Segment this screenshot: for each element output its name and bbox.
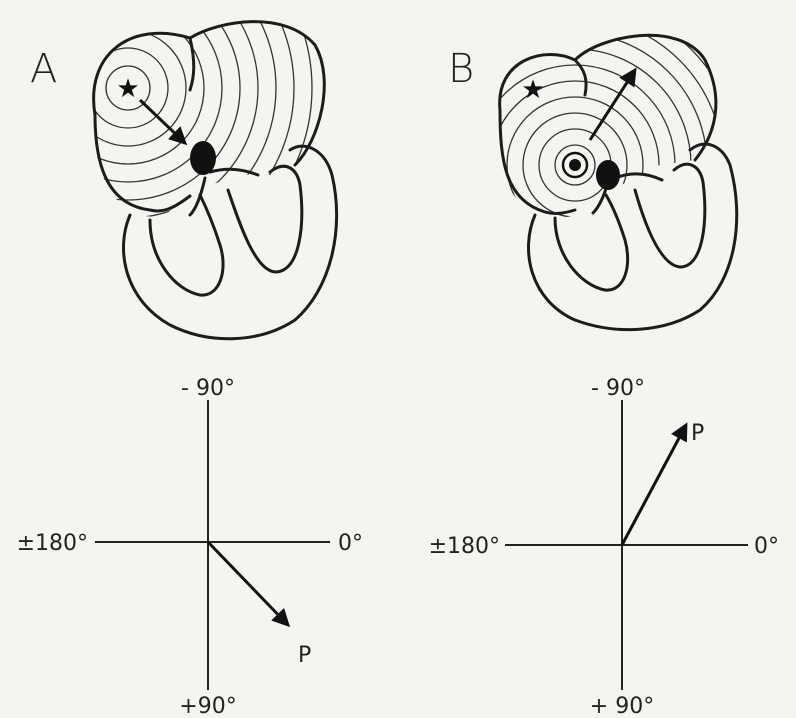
activation-arrow-a	[140, 100, 185, 143]
axis-label-right-b: 0°	[754, 534, 779, 559]
axis-label-right-a: 0°	[338, 531, 363, 556]
pacemaker-dot-icon	[569, 159, 581, 171]
star-icon: ★	[116, 74, 139, 104]
p-vector-label-b: P	[691, 421, 704, 446]
axis-system-b: - 90° + 90° ±180° 0° P	[429, 376, 779, 718]
panel-letter-a: A	[30, 46, 57, 92]
axis-system-a: - 90° +90° ±180° 0° P	[17, 376, 363, 718]
p-vector-b	[622, 425, 686, 545]
av-node-icon	[596, 160, 620, 190]
axis-label-top-b: - 90°	[591, 376, 645, 401]
panel-b: B	[395, 0, 779, 718]
star-icon: ★	[521, 75, 544, 105]
p-vector-label-a: P	[298, 643, 311, 668]
axis-label-bottom-a: +90°	[179, 694, 236, 718]
p-vector-a	[208, 542, 288, 625]
axis-label-left-a: ±180°	[17, 531, 88, 556]
axis-label-top-a: - 90°	[181, 376, 235, 401]
isochrones-a	[0, 0, 330, 290]
panel-a: A	[0, 0, 363, 718]
panel-letter-b: B	[448, 46, 474, 92]
axis-label-left-b: ±180°	[429, 534, 500, 559]
axis-label-bottom-b: + 90°	[590, 694, 654, 718]
av-node-icon	[190, 141, 216, 175]
